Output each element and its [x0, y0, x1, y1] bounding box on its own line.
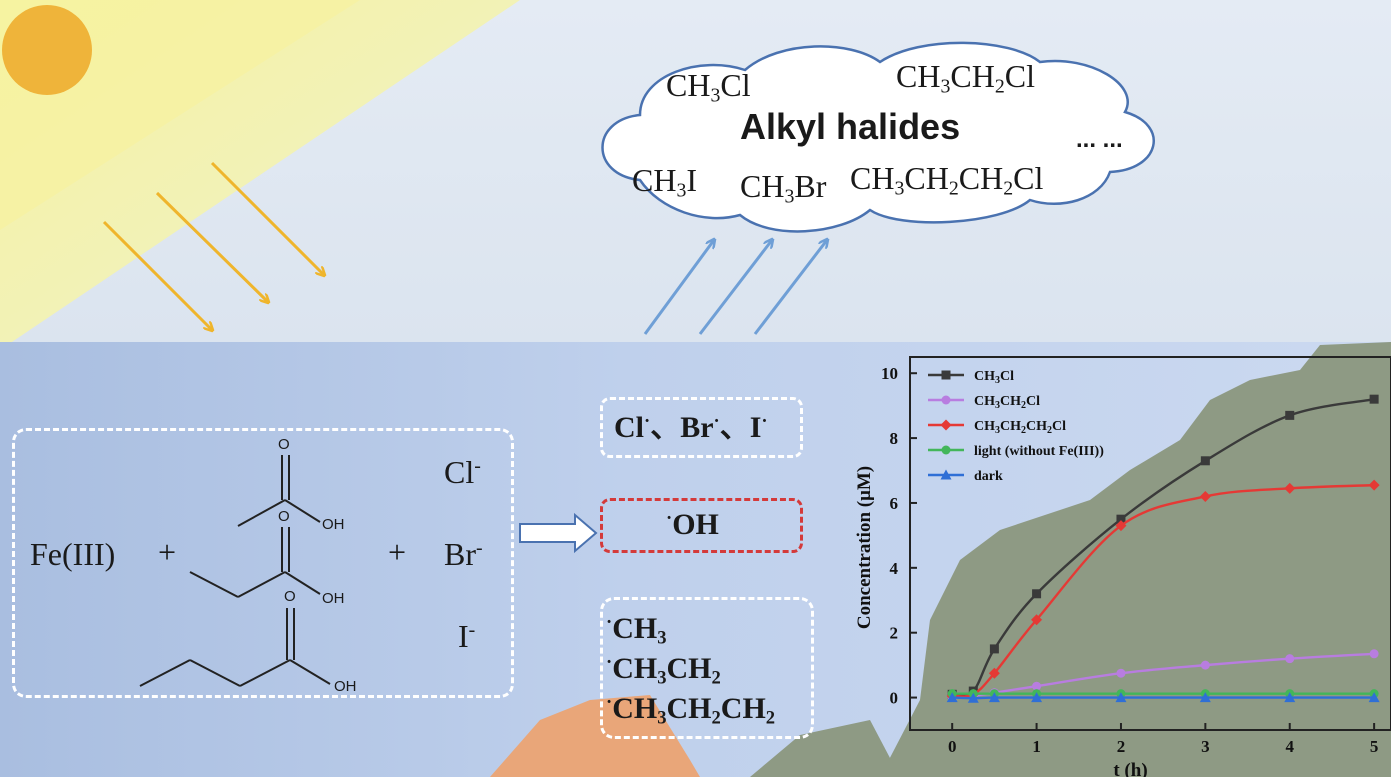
- formula-ch3i: CH3I: [632, 162, 698, 202]
- atom-o: O: [278, 508, 290, 525]
- atom-o: O: [284, 588, 296, 605]
- emission-arrow: [753, 240, 827, 335]
- acetic-acid-structure: [237, 455, 321, 527]
- atom-o: O: [278, 436, 290, 453]
- halogen-radicals-box: [600, 397, 803, 458]
- hydroxyl-radical: ·OH: [666, 508, 719, 542]
- emission-arrow: [698, 240, 772, 335]
- atom-oh: OH: [322, 590, 345, 607]
- iodide-label: I-: [458, 618, 476, 654]
- halogen-radicals: Cl·、Br·、I·: [614, 410, 768, 444]
- sunlight-arrow: [210, 161, 324, 275]
- methyl-radical: ·CH3: [606, 612, 667, 649]
- cloud-title: Alkyl halides: [740, 106, 961, 147]
- chloride-label: Cl-: [444, 454, 481, 490]
- ethyl-radical: ·CH3CH2: [606, 652, 721, 689]
- cloud-shape: [601, 41, 1155, 233]
- formula-ch3ch2ch2cl: CH3CH2CH2Cl: [850, 160, 1044, 200]
- plus-sign: +: [388, 534, 407, 570]
- reaction-arrow: [519, 512, 598, 554]
- sun-icon: [2, 5, 92, 95]
- atom-oh: OH: [322, 516, 345, 533]
- bromide-label: Br-: [444, 536, 483, 572]
- propanoic-acid-structure: [189, 527, 321, 598]
- formula-ch3cl: CH3Cl: [666, 67, 751, 107]
- sunlight-arrow: [102, 220, 212, 330]
- formula-ch3ch2cl: CH3CH2Cl: [896, 58, 1035, 98]
- plus-sign: +: [158, 534, 177, 570]
- atom-oh: OH: [334, 678, 357, 695]
- iron-label: Fe(III): [30, 536, 116, 572]
- emission-arrow: [643, 240, 714, 335]
- propyl-radical: ·CH3CH2CH2: [606, 692, 776, 729]
- butanoic-acid-structure: [139, 608, 331, 687]
- sediment: [490, 695, 700, 777]
- reactants-box: [12, 428, 514, 698]
- cloud-ellipsis: ... ...: [1076, 126, 1123, 153]
- sunlight-arrow: [155, 191, 268, 302]
- hydroxyl-radical-box: [600, 498, 803, 553]
- formula-ch3br: CH3Br: [740, 168, 827, 208]
- alkyl-radicals-box: [600, 597, 814, 739]
